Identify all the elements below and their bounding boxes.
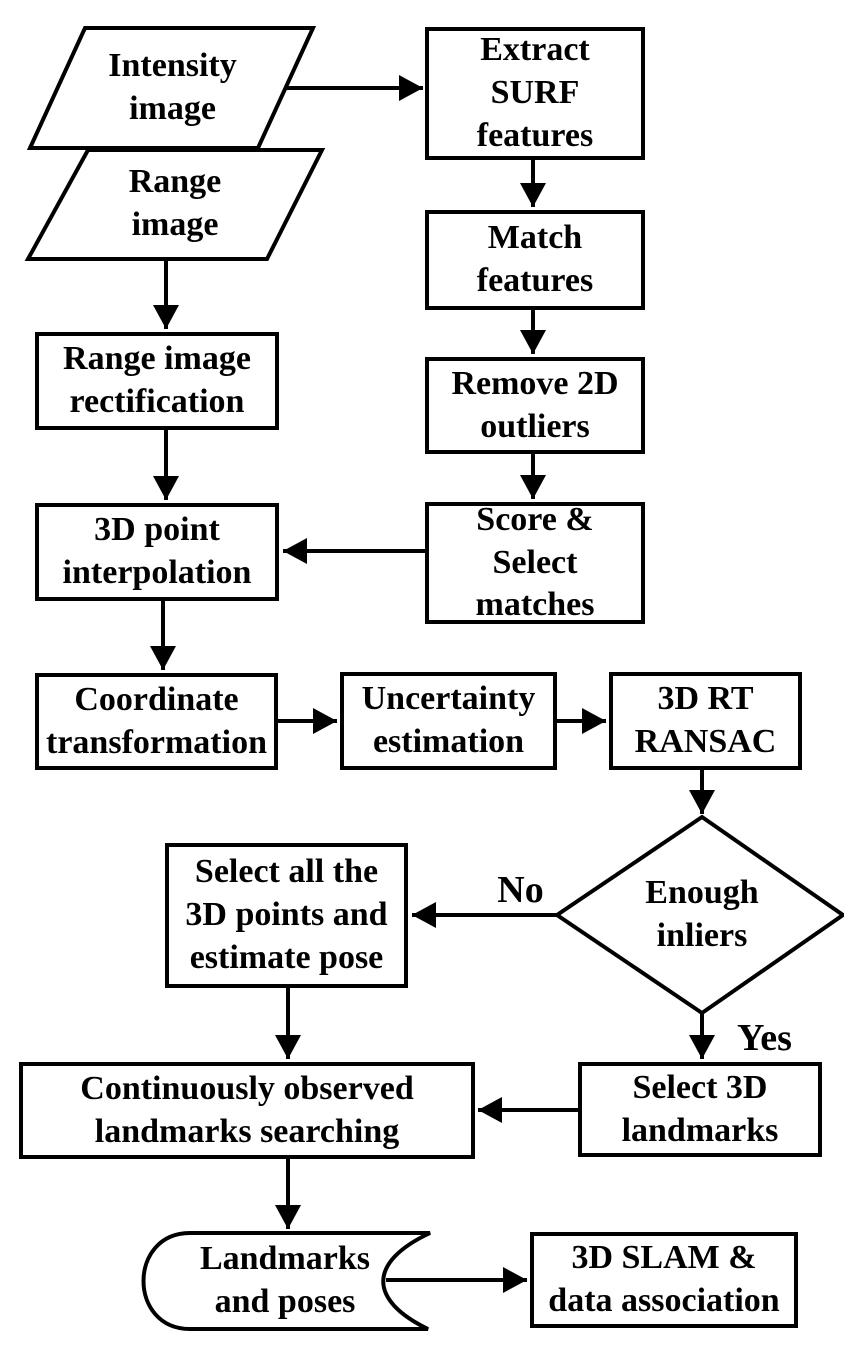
branch-label-yes: Yes [737, 1017, 792, 1059]
node-coordinate-transformation: Coordinate transformation [35, 673, 278, 770]
branch-label-no: No [497, 869, 544, 911]
node-select-all-3d-points: Select all the 3D points and estimate po… [165, 843, 408, 988]
node-match-features: Match features [425, 210, 645, 310]
node-select-3d-landmarks: Select 3D landmarks [578, 1062, 822, 1157]
node-extract-surf-features: Extract SURF features [425, 27, 645, 160]
node-landmarks-and-poses: Landmarks and poses [199, 1240, 371, 1320]
node-uncertainty-estimation: Uncertainty estimation [340, 672, 557, 770]
node-enough-inliers: Enough inliers [645, 874, 759, 954]
node-3d-rt-ransac: 3D RT RANSAC [609, 672, 802, 770]
node-continuously-observed-landmarks: Continuously observed landmarks searchin… [19, 1062, 475, 1159]
node-remove-2d-outliers: Remove 2D outliers [425, 357, 645, 454]
node-score-select-matches: Score & Select matches [425, 501, 645, 624]
parallelogram-range-image [24, 148, 326, 261]
node-3d-point-interpolation: 3D point interpolation [35, 503, 279, 601]
node-range-image: Range image [128, 163, 222, 243]
stored-data-landmarks-poses [141, 1231, 431, 1331]
node-3d-slam-data-association: 3D SLAM & data association [530, 1232, 798, 1328]
node-range-image-rectification: Range image rectification [35, 332, 279, 430]
node-intensity-image: Intensity image [108, 47, 237, 127]
